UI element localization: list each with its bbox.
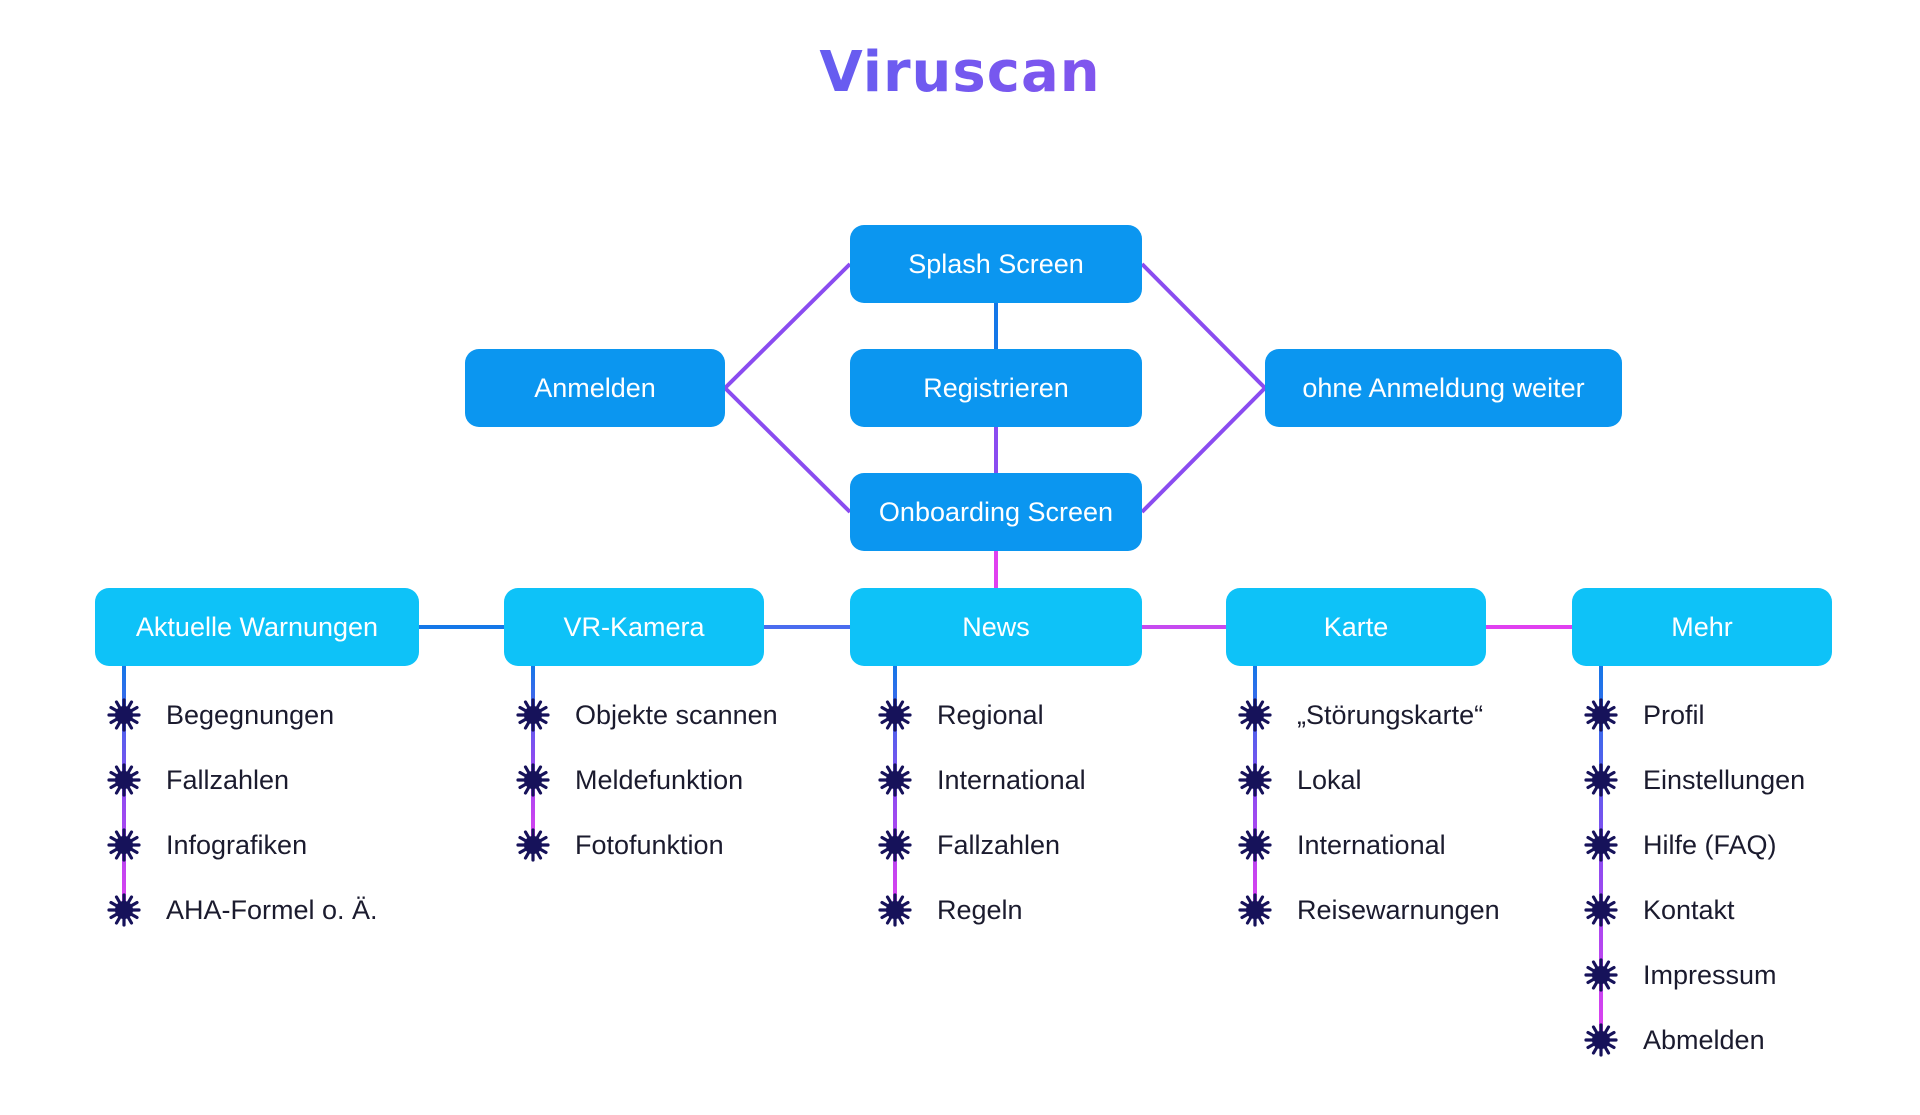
section-item: Lokal — [1297, 765, 1362, 795]
virus-icon — [1238, 763, 1272, 797]
section-item: Regeln — [937, 895, 1023, 925]
connector-anmelden-onboarding — [723, 386, 852, 514]
section-item: AHA-Formel o. Ä. — [166, 895, 378, 925]
node-onboarding-screen: Onboarding Screen — [850, 473, 1142, 551]
section-item: Fallzahlen — [166, 765, 290, 795]
section-item: Reisewarnungen — [1297, 895, 1500, 925]
section-item: Begegnungen — [166, 700, 335, 730]
virus-icon — [107, 763, 141, 797]
virus-icon — [1584, 893, 1618, 927]
virus-icon — [516, 763, 550, 797]
virus-icon — [878, 828, 912, 862]
section-item: Kontakt — [1643, 895, 1735, 925]
section-karte: Karte — [1226, 588, 1486, 666]
virus-icon — [1584, 698, 1618, 732]
virus-icon — [516, 828, 550, 862]
section-item: Fallzahlen — [937, 830, 1061, 860]
section-item: Abmelden — [1643, 1025, 1765, 1055]
section-item: Profil — [1643, 700, 1705, 730]
virus-icon — [1584, 763, 1618, 797]
node-registrieren: Registrieren — [850, 349, 1142, 427]
node-ohne-anmeldung-weiter: ohne Anmeldung weiter — [1265, 349, 1622, 427]
virus-icon — [1584, 958, 1618, 992]
virus-icon — [1238, 828, 1272, 862]
virus-icon — [1238, 893, 1272, 927]
section-item: Meldefunktion — [575, 765, 744, 795]
section-vr-kamera: VR-Kamera — [504, 588, 764, 666]
virus-icon — [107, 828, 141, 862]
virus-icon — [878, 698, 912, 732]
virus-icon — [107, 893, 141, 927]
section-item: International — [1297, 830, 1446, 860]
section-item: Regional — [937, 700, 1044, 730]
virus-icon — [878, 893, 912, 927]
virus-icon — [878, 763, 912, 797]
virus-icon — [1238, 698, 1272, 732]
section-item: International — [937, 765, 1086, 795]
section-item: Infografiken — [166, 830, 308, 860]
virus-icon — [107, 698, 141, 732]
node-splash-screen: Splash Screen — [850, 225, 1142, 303]
section-item: „Störungskarte“ — [1297, 700, 1484, 730]
section-news: News — [850, 588, 1142, 666]
node-anmelden: Anmelden — [465, 349, 725, 427]
section-item: Einstellungen — [1643, 765, 1806, 795]
connector-splash-anmelden — [723, 262, 852, 390]
connector-splash-ohne — [1140, 262, 1267, 390]
diagram-title: Viruscan — [0, 40, 1920, 105]
section-item: Objekte scannen — [575, 700, 778, 730]
virus-icon — [1584, 828, 1618, 862]
connector-ohne-onboarding — [1140, 386, 1267, 514]
virus-icon — [516, 698, 550, 732]
virus-icon — [1584, 1023, 1618, 1057]
section-item: Fotofunktion — [575, 830, 724, 860]
section-mehr: Mehr — [1572, 588, 1832, 666]
section-item: Hilfe (FAQ) — [1643, 830, 1777, 860]
section-item: Impressum — [1643, 960, 1777, 990]
section-aktuelle-warnungen: Aktuelle Warnungen — [95, 588, 419, 666]
